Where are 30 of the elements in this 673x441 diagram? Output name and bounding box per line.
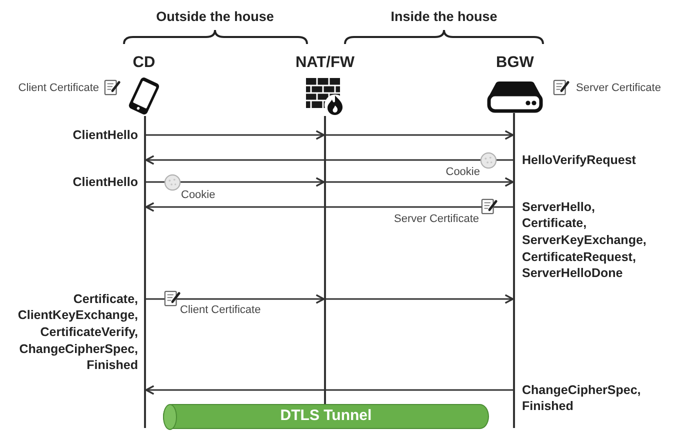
message-label: ChangeCipherSpec, Finished bbox=[522, 382, 641, 416]
message-label: Certificate, ClientKeyExchange, CertificateVerify, ChangeCipherSpec, Finished bbox=[18, 290, 138, 374]
participant-label: CD bbox=[132, 54, 156, 72]
message-arrow bbox=[326, 177, 514, 187]
message-arrow bbox=[326, 294, 514, 304]
lifeline bbox=[144, 116, 146, 428]
message-label: ClientHello bbox=[72, 174, 138, 190]
tunnel-cylinder: DTLS Tunnel bbox=[163, 404, 489, 429]
cookie-label: Cookie bbox=[446, 166, 480, 179]
lifeline bbox=[513, 113, 515, 428]
certificate-label: Client Certificate bbox=[180, 304, 261, 317]
zone-label: Outside the house bbox=[156, 9, 274, 25]
cookie-label: Cookie bbox=[181, 189, 216, 202]
message-label: ClientHello bbox=[72, 126, 138, 144]
message-arrow bbox=[145, 385, 513, 395]
certificate-label: Server Certificate bbox=[394, 213, 479, 226]
participant-label: NAT/FW bbox=[295, 54, 355, 72]
zone-label: Inside the house bbox=[390, 9, 498, 25]
message-label: HelloVerifyRequest bbox=[522, 152, 636, 168]
lifeline bbox=[324, 116, 326, 404]
message-arrow bbox=[145, 155, 513, 165]
message-arrow bbox=[145, 202, 513, 212]
certificate-label: Server Certificate bbox=[576, 82, 661, 95]
message-label: ServerHello, Certificate, ServerKeyExchange, CertificateRequest, ServerHelloDone bbox=[522, 198, 646, 282]
message-arrow bbox=[146, 294, 325, 304]
message-arrow bbox=[146, 130, 325, 140]
certificate-label: Client Certificate bbox=[18, 82, 99, 95]
message-arrow bbox=[326, 130, 514, 140]
participant-label: BGW bbox=[496, 54, 534, 72]
message-arrow bbox=[146, 177, 325, 187]
